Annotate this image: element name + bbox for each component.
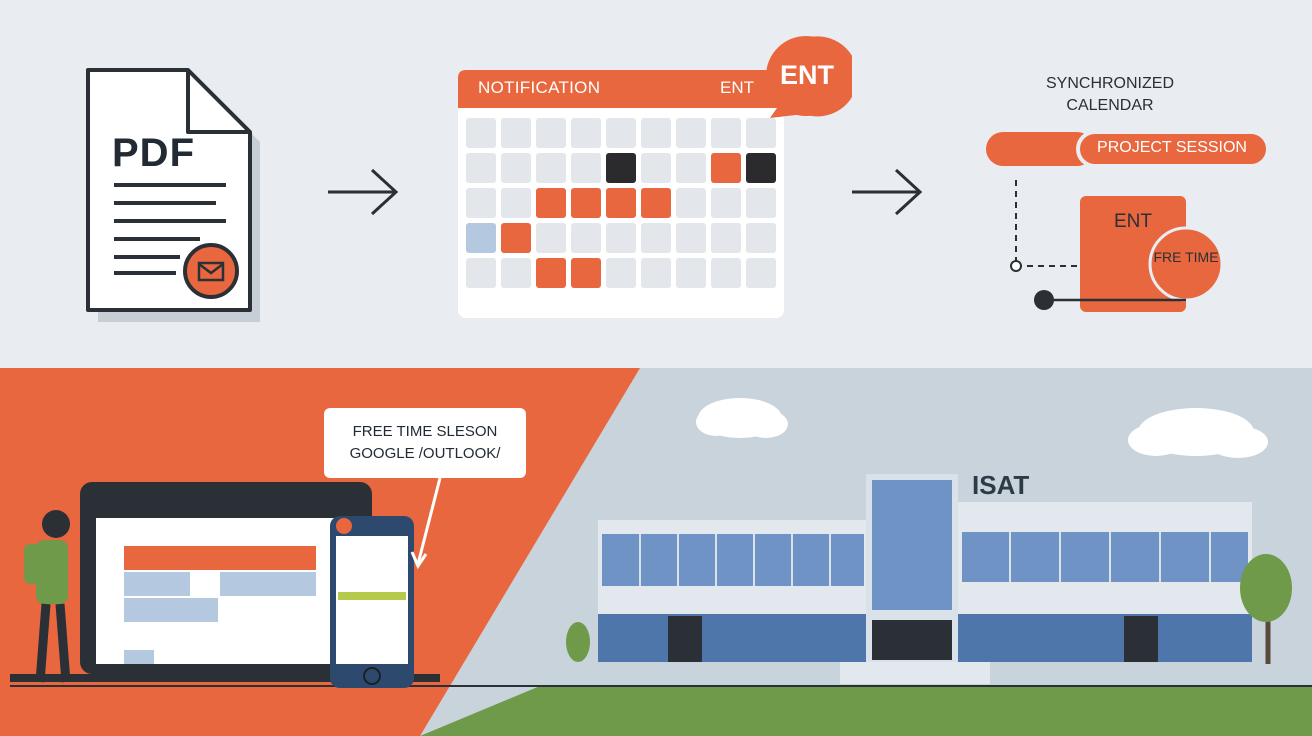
calendar-cell xyxy=(746,258,776,288)
bubble-label: ENT xyxy=(780,60,834,90)
calendar-cell xyxy=(571,223,601,253)
calendar-cell xyxy=(571,153,601,183)
calendar-cell xyxy=(641,188,671,218)
calendar-cell xyxy=(501,258,531,288)
campus-scene xyxy=(0,368,1312,736)
calendar-header-badge: ENT xyxy=(720,78,754,97)
calendar-cell xyxy=(711,223,741,253)
callout-text: FREE TIME SLESON GOOGLE /OUTLOOK/ xyxy=(349,423,501,462)
calendar-cell xyxy=(466,118,496,148)
calendar-cell xyxy=(711,153,741,183)
calendar-header-title: NOTIFICATION xyxy=(478,78,601,97)
calendar-cell xyxy=(676,118,706,148)
calendar-cell xyxy=(466,153,496,183)
calendar-cell xyxy=(571,258,601,288)
calendar-cell xyxy=(711,118,741,148)
building-sign: ISAT xyxy=(972,470,1030,500)
ent-notification-bubble xyxy=(766,36,852,118)
calendar-cell xyxy=(466,188,496,218)
calendar-cell xyxy=(536,258,566,288)
sync-event-label: ENT xyxy=(1114,211,1152,232)
free-time-label: FRE TIME xyxy=(1153,249,1219,265)
calendar-cell xyxy=(501,223,531,253)
calendar-cell xyxy=(466,223,496,253)
calendar-cell xyxy=(641,118,671,148)
calendar-cell xyxy=(711,188,741,218)
calendar-cell xyxy=(676,258,706,288)
calendar-cell xyxy=(676,188,706,218)
calendar-cell xyxy=(536,223,566,253)
calendar-cell xyxy=(641,223,671,253)
calendar-cell xyxy=(536,153,566,183)
calendar-cell xyxy=(571,188,601,218)
calendar-cell xyxy=(711,258,741,288)
calendar-cell xyxy=(746,153,776,183)
calendar-cell xyxy=(606,223,636,253)
calendar-cell xyxy=(746,223,776,253)
pdf-document-icon xyxy=(86,68,260,322)
calendar-cell xyxy=(676,223,706,253)
calendar-cell xyxy=(641,258,671,288)
calendar-cell xyxy=(466,258,496,288)
calendar-cell xyxy=(536,118,566,148)
calendar-cell xyxy=(676,153,706,183)
calendar-cell xyxy=(606,118,636,148)
calendar-cell xyxy=(606,188,636,218)
pdf-label: PDF xyxy=(112,131,195,175)
calendar-cell xyxy=(606,258,636,288)
arrow-right-icon xyxy=(328,168,399,216)
sync-calendar-title: SYNCHRONIZED CALENDAR xyxy=(1045,75,1174,114)
arrow-right-icon xyxy=(852,168,923,216)
calendar-cell xyxy=(746,188,776,218)
calendar-cell xyxy=(501,118,531,148)
calendar-cell xyxy=(606,153,636,183)
calendar-cell xyxy=(571,118,601,148)
calendar-cell xyxy=(641,153,671,183)
calendar-cell xyxy=(536,188,566,218)
calendar-cell xyxy=(501,188,531,218)
calendar-cell xyxy=(746,118,776,148)
notification-calendar xyxy=(458,70,784,318)
project-session-label: PROJECT SESSION xyxy=(1097,139,1247,156)
calendar-cell xyxy=(501,153,531,183)
sync-calendar-diagram xyxy=(986,130,1270,312)
